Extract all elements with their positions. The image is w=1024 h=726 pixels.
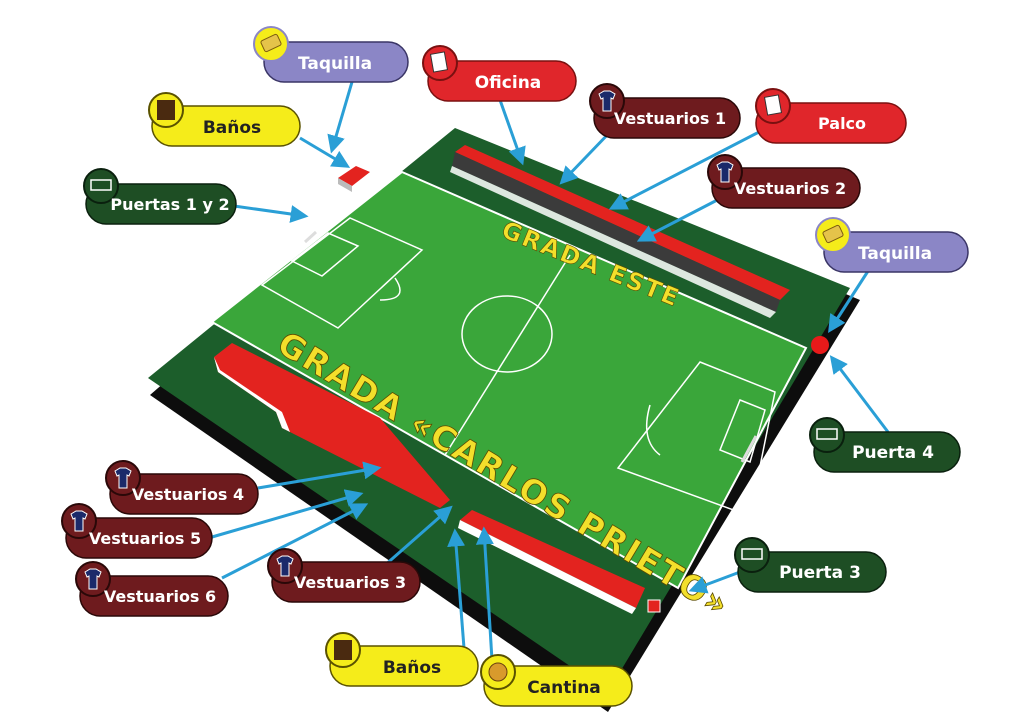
label-cantina-text: Cantina <box>527 678 601 698</box>
label-vestuarios-2: Vestuarios 2 <box>707 154 861 209</box>
left-penalty-arc <box>379 277 401 301</box>
label-vestuarios-6-text: Vestuarios 6 <box>104 587 216 606</box>
label-oficina: Oficina <box>422 45 577 102</box>
ticket-booth-top <box>338 166 370 186</box>
arrows <box>211 81 890 661</box>
label-vestuarios-3-text: Vestuarios 3 <box>294 573 406 592</box>
main-stand-left-white <box>214 357 290 432</box>
label-oficina-text: Oficina <box>475 73 542 93</box>
cantina-kiosk <box>647 599 661 613</box>
label-banos-2-text: Baños <box>383 658 441 678</box>
label-palco-text: Palco <box>818 114 866 133</box>
label-banos-1: Baños <box>148 92 301 147</box>
ticket-icon <box>822 224 844 244</box>
pitch <box>210 170 808 590</box>
east-stand-front <box>450 166 776 318</box>
shirt-icon <box>598 90 616 112</box>
label-puertas-1-2: Puertas 1 y 2 <box>83 168 237 225</box>
label-taquilla-1-text: Taquilla <box>298 54 372 74</box>
shirt-icon <box>276 555 294 577</box>
label-vestuarios-2-text: Vestuarios 2 <box>734 179 846 198</box>
shirt-icon <box>114 467 132 489</box>
document-icon <box>429 51 449 73</box>
label-taquilla-2-text: Taquilla <box>858 244 932 264</box>
label-vestuarios-5: Vestuarios 5 <box>61 503 213 559</box>
label-vestuarios-6: Vestuarios 6 <box>75 561 229 617</box>
label-taquilla-2: Taquilla <box>815 217 969 273</box>
shirt-icon <box>84 568 102 590</box>
document-icon <box>763 94 783 116</box>
ticket-booth-side <box>338 178 352 192</box>
goal-icon <box>741 548 763 560</box>
east-stand-roof <box>455 145 790 300</box>
right-goal-area <box>719 399 766 464</box>
cantina-icon <box>488 662 508 682</box>
label-taquilla-1: Taquilla <box>253 26 409 83</box>
label-vestuarios-5-text: Vestuarios 5 <box>89 529 201 548</box>
right-penalty-area <box>616 361 776 518</box>
label-banos-2: Baños <box>325 632 479 687</box>
label-puertas-1-2-text: Puertas 1 y 2 <box>110 195 229 214</box>
main-stand-left <box>214 343 450 508</box>
label-vestuarios-1: Vestuarios 1 <box>589 83 741 139</box>
left-goal-area <box>290 232 360 277</box>
right-penalty-arc <box>645 404 661 456</box>
label-palco: Palco <box>755 88 907 144</box>
ticket-icon <box>260 33 282 53</box>
goal-icon <box>90 179 112 191</box>
label-vestuarios-4-text: Vestuarios 4 <box>132 485 244 504</box>
east-stand-body <box>452 152 780 312</box>
label-vestuarios-3: Vestuarios 3 <box>267 548 421 603</box>
center-circle <box>461 295 553 373</box>
ticket-booth-right <box>811 336 829 354</box>
right-goal <box>740 435 758 463</box>
toilet-icon <box>334 640 352 660</box>
label-vestuarios-1-text: Vestuarios 1 <box>614 109 726 128</box>
toilet-icon <box>157 100 175 120</box>
label-puerta-4-text: Puerta 4 <box>852 443 934 463</box>
shirt-icon <box>716 161 734 183</box>
main-stand-right-white <box>458 520 636 614</box>
label-banos-1-text: Baños <box>203 118 261 138</box>
label-puerta-4: Puerta 4 <box>809 417 961 473</box>
main-stand-right <box>460 510 645 608</box>
halfway-line <box>444 254 571 456</box>
left-penalty-area <box>260 217 424 329</box>
label-puerta-3-text: Puerta 3 <box>779 563 861 583</box>
label-puerta-3: Puerta 3 <box>734 537 887 593</box>
goal-icon <box>816 428 838 440</box>
shirt-icon <box>70 510 88 532</box>
label-vestuarios-4: Vestuarios 4 <box>105 460 259 515</box>
left-goal <box>303 230 318 244</box>
label-cantina: Cantina <box>480 654 633 707</box>
